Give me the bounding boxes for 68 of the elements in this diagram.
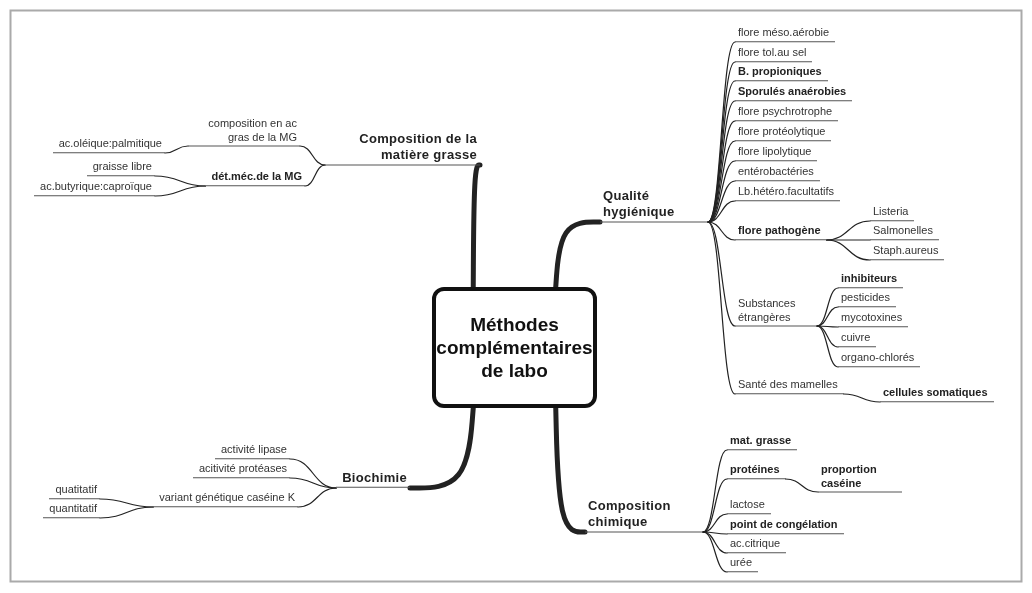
subtopic-label: Listeria xyxy=(870,205,915,221)
subtopic-label: activité lipase xyxy=(214,443,290,459)
branch-connector xyxy=(816,287,839,327)
branch-connector xyxy=(154,185,207,197)
branch-connector xyxy=(816,325,839,368)
subtopic-label: flore psychrotrophe xyxy=(735,105,839,121)
subtopic-label: acitivité protéases xyxy=(192,462,290,478)
branch-connector xyxy=(99,506,154,519)
central-topic-box: Méthodes complémentaires de labo xyxy=(432,287,597,408)
subtopic-label: urée xyxy=(727,556,759,572)
subtopic-label: Substances étrangères xyxy=(735,296,817,326)
subtopic-label: flore méso.aérobie xyxy=(735,26,836,42)
subtopic-label: ac.butyrique:caproïque xyxy=(34,180,155,196)
subtopic-label: flore lipolytique xyxy=(735,145,818,161)
subtopic-label: organo-chlorés xyxy=(838,351,921,367)
branch-connector xyxy=(784,478,819,493)
branch-connector xyxy=(816,325,839,328)
branch-topic-label: Biochimie xyxy=(336,469,410,488)
subtopic-label: Lb.hétéro.facultatifs xyxy=(735,185,840,201)
branch-connector xyxy=(707,221,736,327)
branch-connector xyxy=(297,487,337,508)
branch-topic-label: Composition chimique xyxy=(585,497,703,532)
branch-connector xyxy=(825,239,871,261)
subtopic-label: Salmonelles xyxy=(870,224,939,240)
branch-connector xyxy=(407,405,476,491)
subtopic-label: quantitatif xyxy=(43,502,100,518)
branch-connector xyxy=(164,145,189,154)
subtopic-label: protéines xyxy=(727,463,786,479)
subtopic-label: quatitatif xyxy=(49,483,100,499)
branch-connector xyxy=(702,478,728,533)
subtopic-label: inhibiteurs xyxy=(838,272,904,288)
branch-connector xyxy=(707,160,736,223)
subtopic-label: dét.méc.de la MG xyxy=(205,170,305,186)
subtopic-label: Sporulés anaérobies xyxy=(735,85,853,101)
subtopic-label: entérobactéries xyxy=(735,165,820,181)
subtopic-label: graisse libre xyxy=(86,160,155,176)
branch-topic-label: Qualité hygiénique xyxy=(600,187,708,222)
branch-connector xyxy=(707,221,736,395)
subtopic-label: cellules somatiques xyxy=(880,386,994,402)
subtopic-label: flore protéolytique xyxy=(735,125,832,141)
subtopic-label: pesticides xyxy=(838,291,896,307)
branch-connector xyxy=(470,162,483,290)
subtopic-label: ac.citrique xyxy=(727,537,787,553)
branch-connector xyxy=(553,405,588,535)
branch-connector xyxy=(702,449,728,533)
subtopic-label: flore pathogène xyxy=(735,224,827,240)
subtopic-label: ac.oléique:palmitique xyxy=(52,137,165,153)
subtopic-label: lactose xyxy=(727,498,771,514)
branch-connector xyxy=(289,477,337,489)
branch-connector xyxy=(702,531,728,554)
branch-connector xyxy=(843,393,881,403)
subtopic-label: variant génétique caséine K xyxy=(153,491,298,507)
branch-connector xyxy=(304,164,326,187)
subtopic-label: point de congélation xyxy=(727,518,844,534)
branch-connector xyxy=(702,531,728,573)
subtopic-label: proportion caséine xyxy=(818,462,902,492)
subtopic-label: Santé des mamelles xyxy=(735,378,844,394)
branch-connector xyxy=(553,219,603,290)
branch-topic-label: Composition de la matière grasse xyxy=(325,130,480,165)
subtopic-label: Staph.aureus xyxy=(870,244,945,260)
subtopic-label: composition en ac gras de la MG xyxy=(188,116,300,146)
subtopic-label: mat. grasse xyxy=(727,434,798,450)
subtopic-label: flore tol.au sel xyxy=(735,46,813,62)
subtopic-label: cuivre xyxy=(838,331,877,347)
subtopic-label: B. propioniques xyxy=(735,65,828,81)
branch-connector xyxy=(702,531,728,535)
subtopic-label: mycotoxines xyxy=(838,311,909,327)
branch-connector xyxy=(299,145,326,166)
